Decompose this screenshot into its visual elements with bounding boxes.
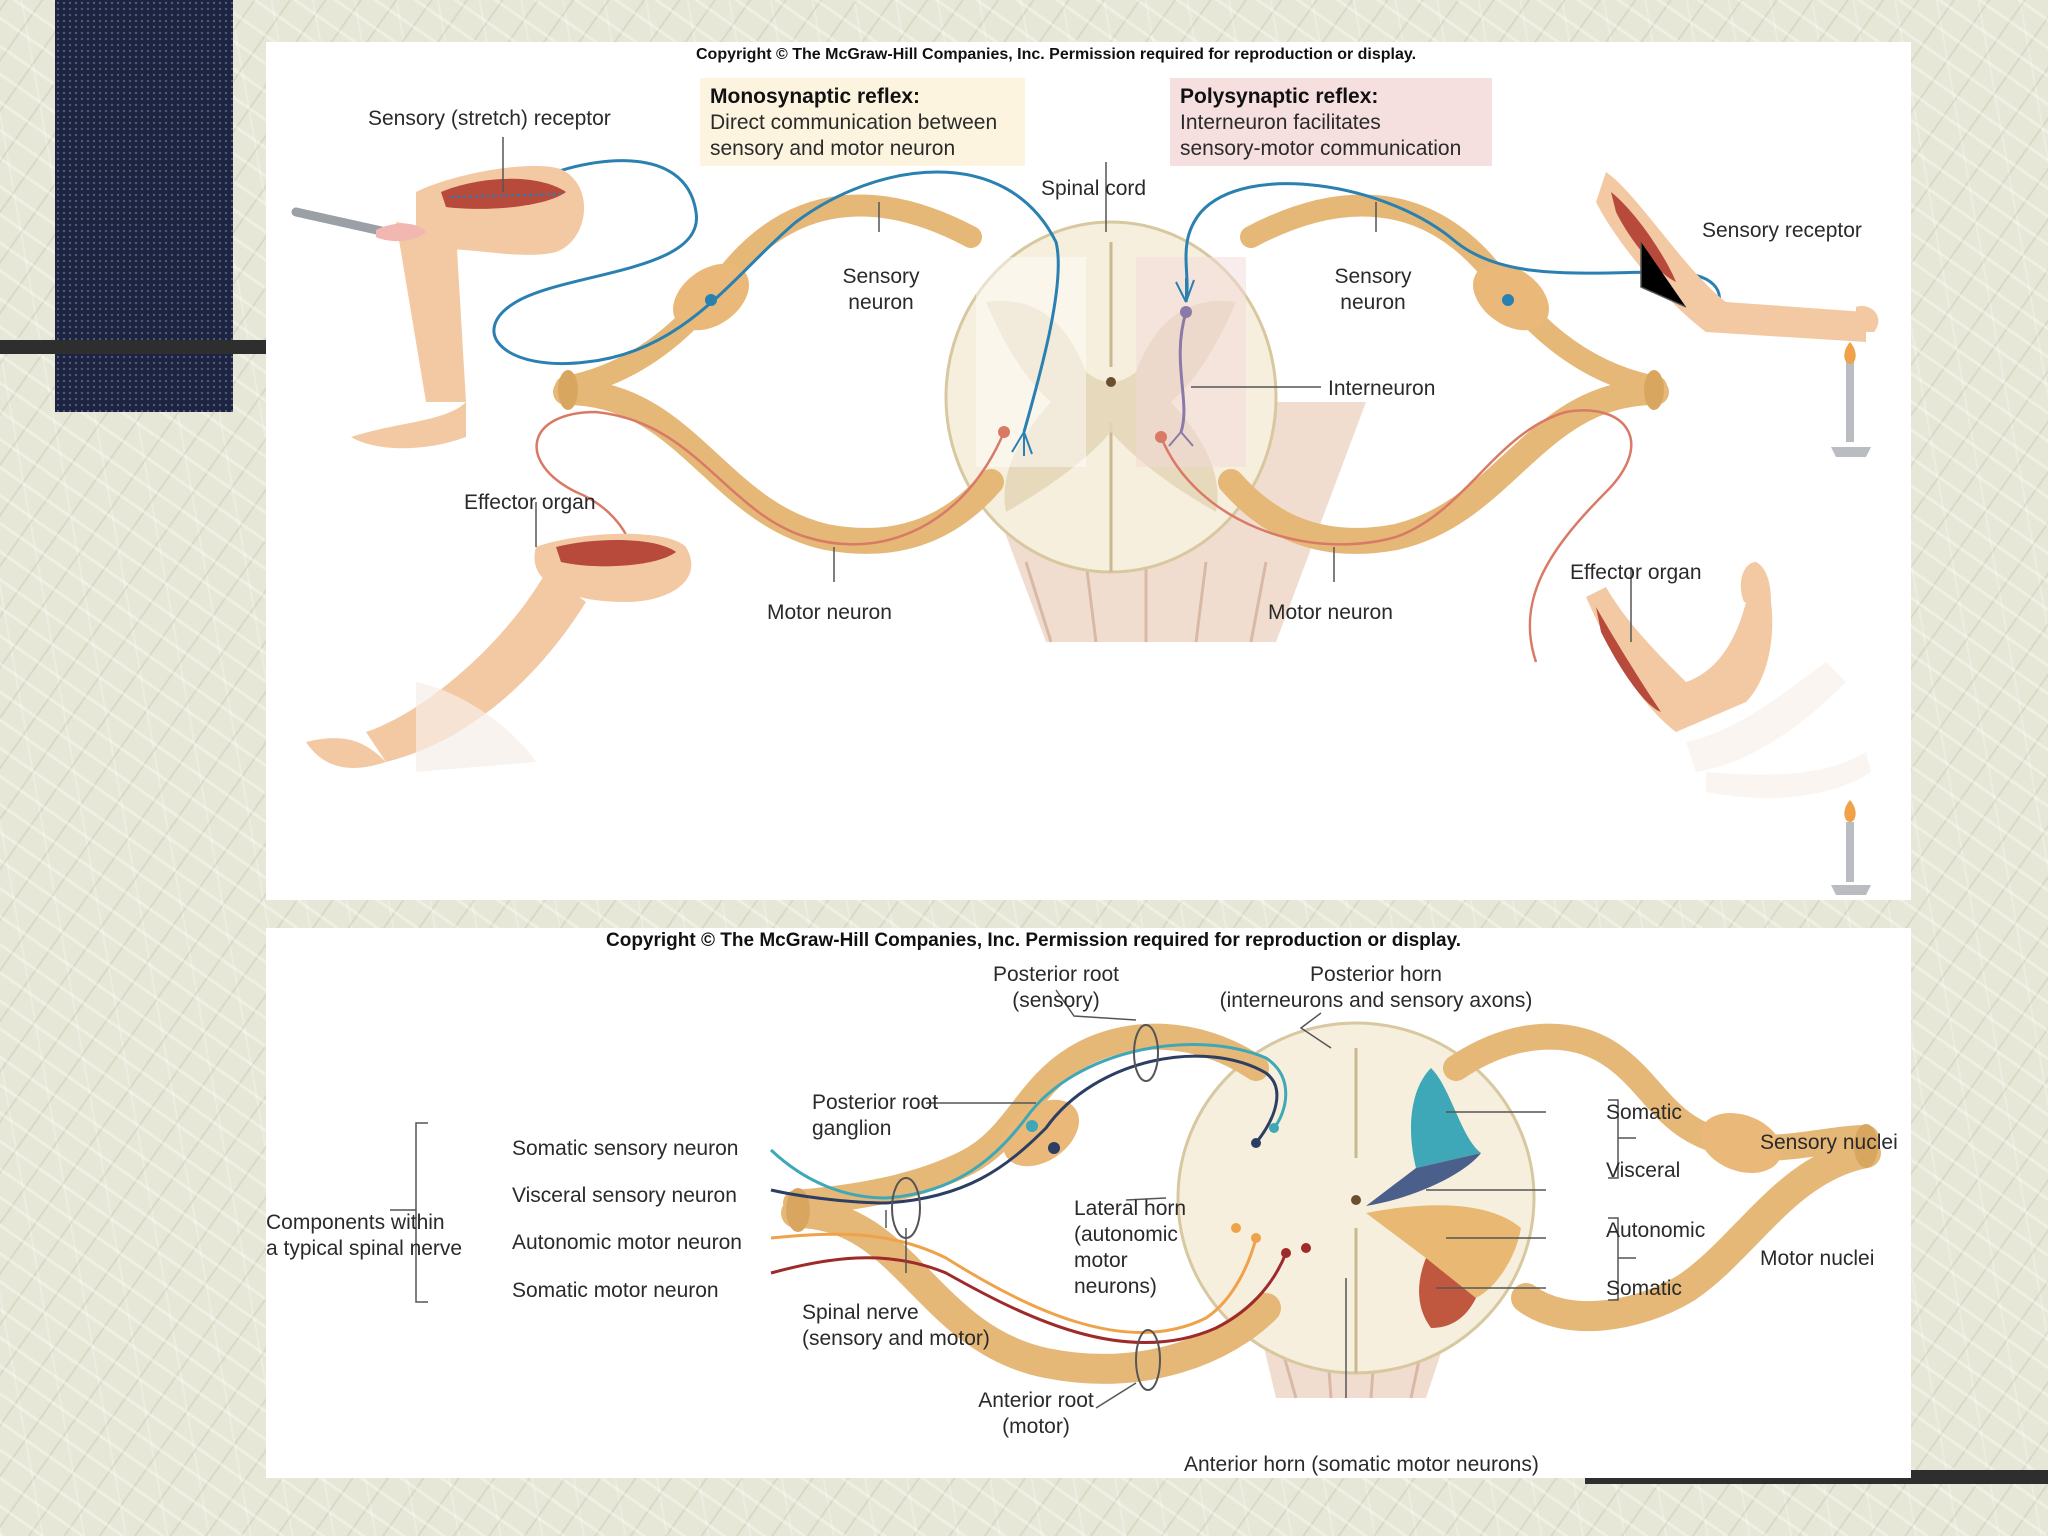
bunsen-burner-bottom bbox=[1846, 822, 1854, 882]
right-arm-top bbox=[1596, 172, 1866, 342]
label-components: Components within a typical spinal nerve bbox=[266, 1211, 463, 1260]
label-somatic-top: Somatic bbox=[1606, 1101, 1682, 1124]
left-sensory-neuron-path bbox=[492, 159, 1060, 433]
visceral-sensory-area bbox=[1366, 1153, 1481, 1206]
label-effector-left: Effector organ bbox=[464, 491, 596, 514]
label-visceral-sensory-neuron: Visceral sensory neuron bbox=[512, 1184, 737, 1207]
label-stretch-receptor: Sensory (stretch) receptor bbox=[368, 107, 611, 130]
somatic-sensory-area bbox=[1411, 1068, 1481, 1168]
mono-title: Monosynaptic reflex: bbox=[710, 85, 921, 108]
right-arm-bottom bbox=[1586, 587, 1773, 732]
right-posterior-root bbox=[1443, 1023, 1879, 1161]
top-copyright: Copyright © The McGraw-Hill Companies, I… bbox=[696, 46, 1417, 63]
right-motor-neuron-path bbox=[1159, 409, 1633, 663]
right-anterior-root bbox=[1511, 1138, 1881, 1332]
central-canal bbox=[1106, 377, 1116, 387]
posterior-root bbox=[783, 1023, 1269, 1216]
quadriceps-muscle-top bbox=[441, 178, 566, 209]
left-ventral-root bbox=[553, 379, 1004, 554]
somatic-motor-fiber bbox=[770, 1252, 1288, 1345]
left-motor-neuron-path bbox=[535, 410, 1006, 583]
label-anterior-horn: Anterior horn (somatic motor neurons) bbox=[1184, 1453, 1539, 1476]
reflex-arc-panel: Copyright © The McGraw-Hill Companies, I… bbox=[266, 42, 1911, 900]
label-somatic-bottom: Somatic bbox=[1606, 1277, 1682, 1300]
label-somatic-sensory-neuron: Somatic sensory neuron bbox=[512, 1137, 739, 1160]
label-sensory-neuron-right: Sensory neuron bbox=[1334, 265, 1412, 314]
label-spinal-cord: Spinal cord bbox=[1041, 177, 1147, 200]
poly-title: Polysynaptic reflex: bbox=[1180, 85, 1379, 108]
label-autonomic-motor-neuron: Autonomic motor neuron bbox=[512, 1231, 742, 1254]
poly-desc: Interneuron facilitates sensory-motor co… bbox=[1180, 111, 1462, 160]
spinal-nerve-illustration bbox=[390, 989, 1881, 1409]
label-visceral: Visceral bbox=[1606, 1159, 1681, 1182]
label-autonomic: Autonomic bbox=[1606, 1219, 1706, 1242]
anterior-root bbox=[781, 1198, 1281, 1384]
label-anterior-root: Anterior root (motor) bbox=[978, 1389, 1094, 1438]
label-lateral-horn: Lateral horn (autonomic motor neurons) bbox=[1074, 1197, 1187, 1298]
label-interneuron: Interneuron bbox=[1328, 377, 1436, 400]
bottom-copyright: Copyright © The McGraw-Hill Companies, I… bbox=[606, 930, 1462, 951]
reflex-hammer bbox=[291, 207, 391, 237]
spinal-nerve-panel: Copyright © The McGraw-Hill Companies, I… bbox=[266, 928, 1911, 1478]
right-root-ganglion bbox=[1700, 1113, 1782, 1173]
monosynaptic-box: Monosynaptic reflex: Direct communicatio… bbox=[700, 78, 1025, 166]
label-posterior-horn: Posterior horn (interneurons and sensory… bbox=[1219, 963, 1533, 1012]
label-posterior-root-ganglion: Posterior root ganglion bbox=[812, 1091, 939, 1140]
polysynaptic-box: Polysynaptic reflex: Interneuron facilit… bbox=[1170, 78, 1492, 166]
label-motor-neuron-right: Motor neuron bbox=[1268, 601, 1393, 624]
forearm-muscle-top bbox=[1611, 192, 1676, 282]
label-effector-right: Effector organ bbox=[1570, 561, 1702, 584]
right-ventral-root bbox=[1218, 379, 1669, 554]
somatic-motor-area bbox=[1419, 1258, 1476, 1328]
visceral-sensory-fiber bbox=[770, 1054, 1279, 1205]
label-motor-nuclei: Motor nuclei bbox=[1760, 1247, 1875, 1270]
autonomic-motor-fiber bbox=[770, 1232, 1258, 1334]
reflex-arc-illustration bbox=[291, 137, 1879, 895]
label-sensory-receptor: Sensory receptor bbox=[1702, 219, 1862, 242]
autonomic-motor-area bbox=[1366, 1205, 1521, 1298]
label-posterior-root: Posterior root (sensory) bbox=[992, 963, 1120, 1012]
label-sensory-nuclei: Sensory nuclei bbox=[1760, 1131, 1898, 1154]
somatic-sensory-fiber bbox=[769, 1043, 1288, 1200]
interneuron-path bbox=[1178, 311, 1188, 433]
right-dorsal-root bbox=[1240, 194, 1667, 398]
label-sensory-neuron-left: Sensory neuron bbox=[842, 265, 920, 314]
label-somatic-motor-neuron: Somatic motor neuron bbox=[512, 1279, 719, 1302]
label-motor-neuron-left: Motor neuron bbox=[767, 601, 892, 624]
label-spinal-nerve: Spinal nerve (sensory and motor) bbox=[802, 1301, 990, 1350]
quadriceps-muscle-bottom bbox=[556, 540, 676, 567]
bunsen-burner-top bbox=[1846, 362, 1854, 442]
top-left-rule bbox=[0, 340, 268, 354]
mono-desc: Direct communication between sensory and… bbox=[710, 111, 998, 160]
